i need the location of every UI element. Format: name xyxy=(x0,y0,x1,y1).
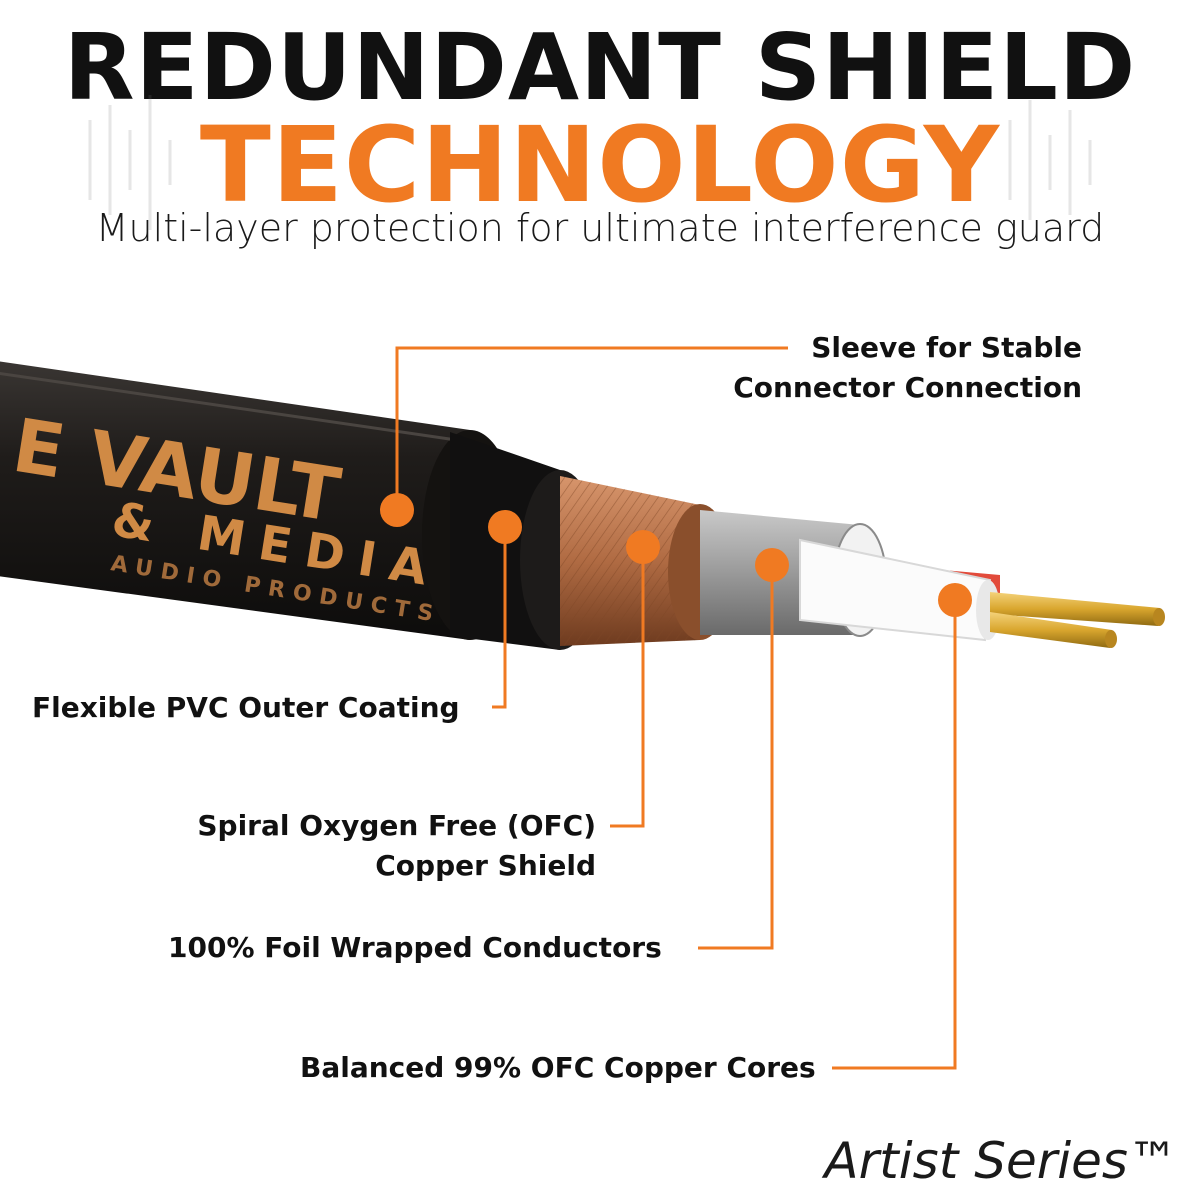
callout-dots xyxy=(380,493,972,617)
callout-copper-shield-line-2: Copper Shield xyxy=(375,849,596,882)
title-line-1: REDUNDANT SHIELD xyxy=(63,14,1137,121)
dot-cores xyxy=(938,583,972,617)
series-name: Artist Series™ xyxy=(824,1132,1178,1190)
dot-copper-shield xyxy=(626,530,660,564)
callout-leaders xyxy=(395,346,957,1070)
leader-pvc xyxy=(492,527,507,709)
leader-foil xyxy=(698,565,774,950)
leader-cores xyxy=(832,600,957,1070)
copper-cores xyxy=(990,592,1165,648)
leader-sleeve xyxy=(395,346,788,510)
callout-sleeve-line-1: Sleeve for Stable xyxy=(811,331,1082,364)
callout-sleeve: Sleeve for Stable Connector Connection xyxy=(733,328,1082,408)
title-line-2: TECHNOLOGY xyxy=(199,104,1001,226)
cable-brand-print: E VAULT & MEDIA AUDIO PRODUCTS xyxy=(7,403,445,628)
callout-copper-shield: Spiral Oxygen Free (OFC) Copper Shield xyxy=(197,806,596,886)
dot-sleeve xyxy=(380,493,414,527)
callout-copper-shield-line-1: Spiral Oxygen Free (OFC) xyxy=(197,809,596,842)
callout-cores: Balanced 99% OFC Copper Cores xyxy=(300,1051,816,1084)
soundwave-backdrop xyxy=(88,95,1092,230)
dot-foil xyxy=(755,548,789,582)
callout-pvc: Flexible PVC Outer Coating xyxy=(32,691,460,724)
dot-pvc xyxy=(488,510,522,544)
subtitle: Multi-layer protection for ultimate inte… xyxy=(95,206,1105,250)
leader-copper-shield xyxy=(610,547,645,828)
callout-sleeve-line-2: Connector Connection xyxy=(733,371,1082,404)
callout-foil: 100% Foil Wrapped Conductors xyxy=(168,931,662,964)
